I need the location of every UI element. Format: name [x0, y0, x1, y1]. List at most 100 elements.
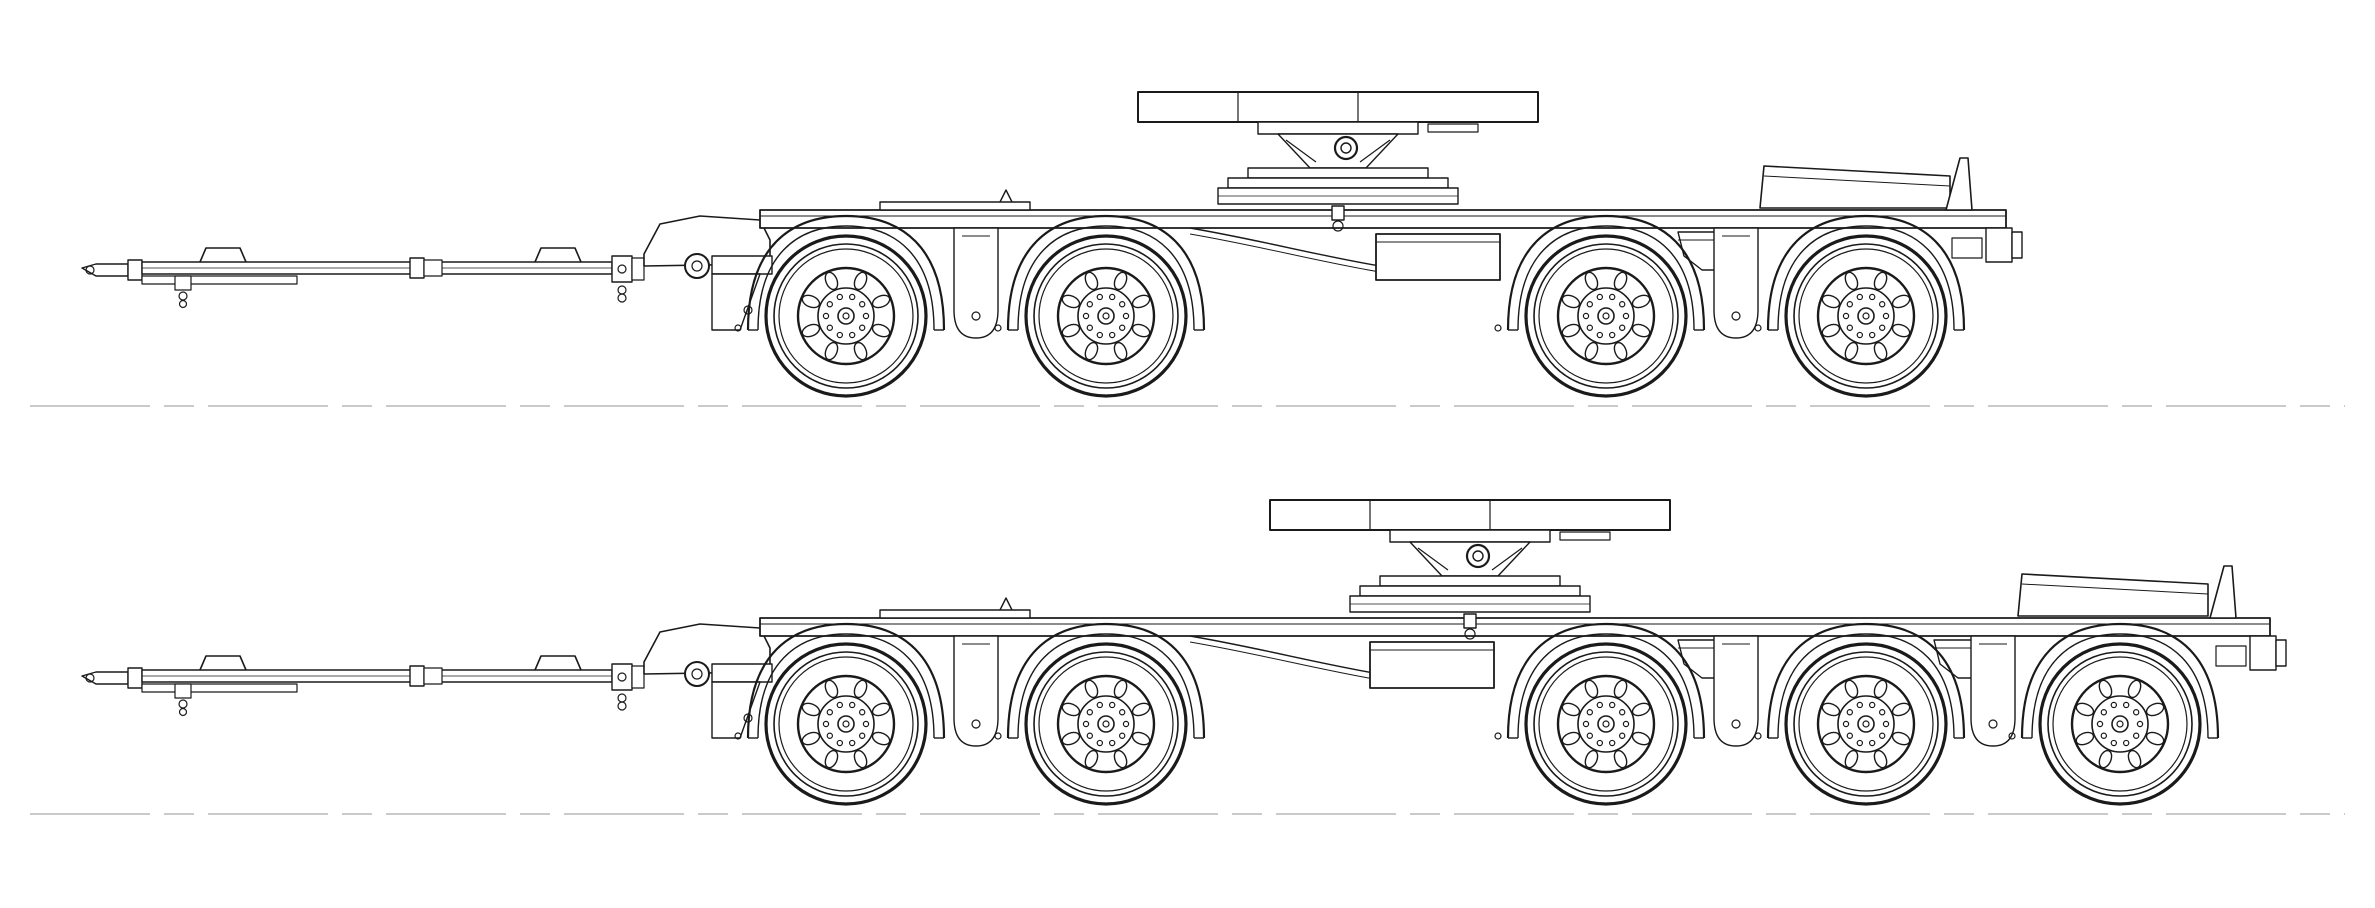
housing-shell: [643, 215, 771, 267]
axle-centre: [1862, 720, 1870, 728]
fender-outer: [1506, 622, 1706, 739]
front-deck: [879, 201, 1031, 211]
rim-vent: [1631, 323, 1651, 338]
lug-nut: [1122, 720, 1130, 728]
hub-cap: [1597, 715, 1615, 733]
rim-outer: [796, 266, 896, 366]
axle-centre: [1602, 720, 1610, 728]
lug-nut: [1878, 732, 1886, 739]
rear-fin: [1945, 157, 1973, 211]
lug-nut: [1882, 720, 1890, 728]
chain-link: [178, 699, 188, 709]
rim-vent: [801, 702, 821, 717]
rear-guard-plate: [1759, 165, 1951, 209]
rim-vent: [801, 731, 821, 746]
drawbar-pivot-pin: [691, 668, 703, 680]
axle-centre: [1102, 312, 1110, 320]
hanger-plate: [953, 227, 999, 339]
rim-vent: [1631, 702, 1651, 717]
fender: [1506, 214, 1706, 331]
chassis: [759, 597, 2271, 689]
handle-rear: [534, 247, 582, 263]
handle-front: [199, 247, 247, 263]
rim-vent: [824, 341, 839, 361]
rim-vent: [801, 323, 821, 338]
hub-cap: [1857, 715, 1875, 733]
rim-vent: [824, 679, 839, 699]
lug-nut: [1608, 293, 1616, 301]
lug-nut: [1618, 709, 1626, 716]
rim-vent: [2127, 679, 2142, 699]
fender: [1506, 622, 1706, 739]
suspension-hanger: [1713, 635, 1759, 747]
rim-vent: [1561, 294, 1581, 309]
rim-vent: [1131, 323, 1151, 338]
lug-nut: [1108, 293, 1116, 301]
tyre-sidewall: [778, 656, 914, 792]
lug-nut: [1586, 732, 1594, 739]
rim-vent: [1821, 702, 1841, 717]
lug-nut: [862, 312, 870, 320]
rim-vent: [871, 323, 891, 338]
rim-outer: [1556, 674, 1656, 774]
fifth-wheel-top-plate: [1269, 499, 1671, 531]
lug-nut: [1868, 701, 1876, 709]
rear-light-bracket: [1985, 227, 2013, 263]
tyre-tread: [773, 651, 919, 797]
lug-nut: [858, 732, 866, 739]
lug-nut: [1086, 732, 1094, 739]
hanger-plate: [1713, 635, 1759, 747]
lug-nut: [1856, 739, 1864, 747]
hub-cap: [1097, 307, 1115, 325]
fender-inner: [1777, 225, 1955, 331]
tyre-tread: [773, 243, 919, 389]
rim-vent: [1613, 749, 1628, 769]
eye-ring: [85, 265, 95, 275]
drawbar-pivot-pin: [691, 260, 703, 272]
lug-nut: [1082, 312, 1090, 320]
fender-mount-bolt: [1494, 324, 1502, 332]
rim-vent: [2098, 679, 2113, 699]
lug-nut: [1096, 331, 1104, 339]
vehicle-dolly-5-axle: [30, 499, 2345, 815]
drawbar-clamp-nut: [423, 667, 443, 685]
rim-vent: [2075, 702, 2095, 717]
rim-vent: [1113, 749, 1128, 769]
rear-marker: [2215, 645, 2247, 667]
eye-ring: [85, 673, 95, 683]
fender-inner: [1017, 633, 1195, 739]
lug-nut: [848, 293, 856, 301]
wheel: [1784, 642, 1948, 806]
lug-nut: [826, 324, 834, 331]
rim-vent: [1584, 271, 1599, 291]
turntable-ring: [1379, 575, 1561, 587]
rim-vent: [824, 749, 839, 769]
tyre-outer: [1784, 642, 1948, 806]
guard-seam: [1763, 175, 1951, 187]
tyre-outer: [2038, 642, 2202, 806]
lug-nut: [2122, 701, 2130, 709]
deck-hook: [999, 189, 1013, 203]
hub-ring: [817, 287, 875, 345]
fender: [746, 214, 946, 331]
lug-nut: [836, 331, 844, 339]
lug-nut: [1842, 720, 1850, 728]
tyre-outer: [1524, 234, 1688, 398]
main-rail: [759, 209, 2007, 229]
drawbar-clamp: [409, 257, 425, 279]
drawbar-clamp-nut: [423, 259, 443, 277]
fender-inner: [757, 633, 935, 739]
handle-front: [199, 655, 247, 671]
fender: [1766, 214, 1966, 331]
lug-nut: [1608, 739, 1616, 747]
axle-centre: [1602, 312, 1610, 320]
lug-nut: [836, 739, 844, 747]
lower-stay-inner: [1189, 233, 1381, 273]
kingpin: [1331, 205, 1345, 221]
chain-link: [178, 707, 188, 717]
rim-vent: [1584, 749, 1599, 769]
release-handle: [1559, 531, 1611, 541]
rim-vent: [1084, 749, 1099, 769]
lug-nut: [1846, 709, 1854, 716]
tyre-outer: [764, 234, 928, 398]
